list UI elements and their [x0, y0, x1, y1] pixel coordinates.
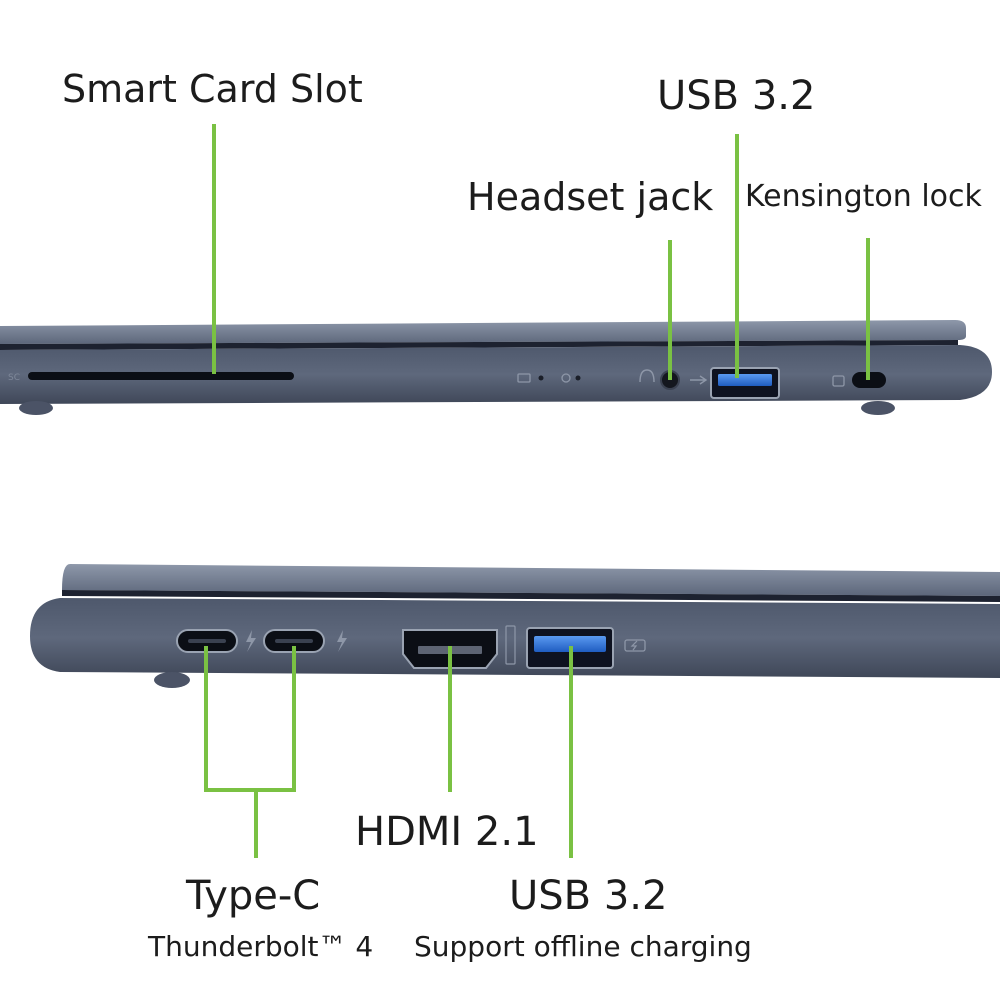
usb-bottom-label: USB 3.2 [509, 873, 668, 919]
sc-small-icon: SC [8, 373, 20, 383]
laptop-lid [0, 320, 966, 344]
thunderbolt-icon [246, 630, 256, 652]
headset-jack-label: Headset jack [467, 175, 714, 219]
laptop-foot [19, 401, 53, 415]
usb-top-label: USB 3.2 [657, 73, 816, 119]
charging-battery-icon [624, 639, 646, 652]
laptop-lid [62, 564, 1000, 596]
kensington-lock-label: Kensington lock [745, 179, 982, 214]
laptop-foot [861, 401, 895, 415]
lock-icon [832, 375, 845, 387]
laptop-foot [154, 672, 190, 688]
headset-icon [639, 369, 655, 383]
leader-type-c [204, 646, 296, 792]
battery-led-icon [517, 373, 544, 383]
type-c-label: Type-C [186, 873, 321, 919]
thunderbolt-icon [337, 630, 347, 652]
thunderbolt-label: Thunderbolt™ 4 [148, 930, 374, 963]
smart-card-slot-label: Smart Card Slot [62, 67, 363, 111]
hdmi-label: HDMI 2.1 [355, 809, 539, 855]
usb-bottom-sub-label: Support offline charging [414, 930, 752, 963]
laptop-left-side-view: SC [0, 320, 992, 415]
usb-symbol-icon [690, 375, 708, 385]
power-led-icon [561, 373, 581, 383]
hdmi-logo-icon [505, 625, 516, 665]
laptop-right-side-view [30, 564, 1000, 688]
smart-card-slot [28, 372, 294, 380]
